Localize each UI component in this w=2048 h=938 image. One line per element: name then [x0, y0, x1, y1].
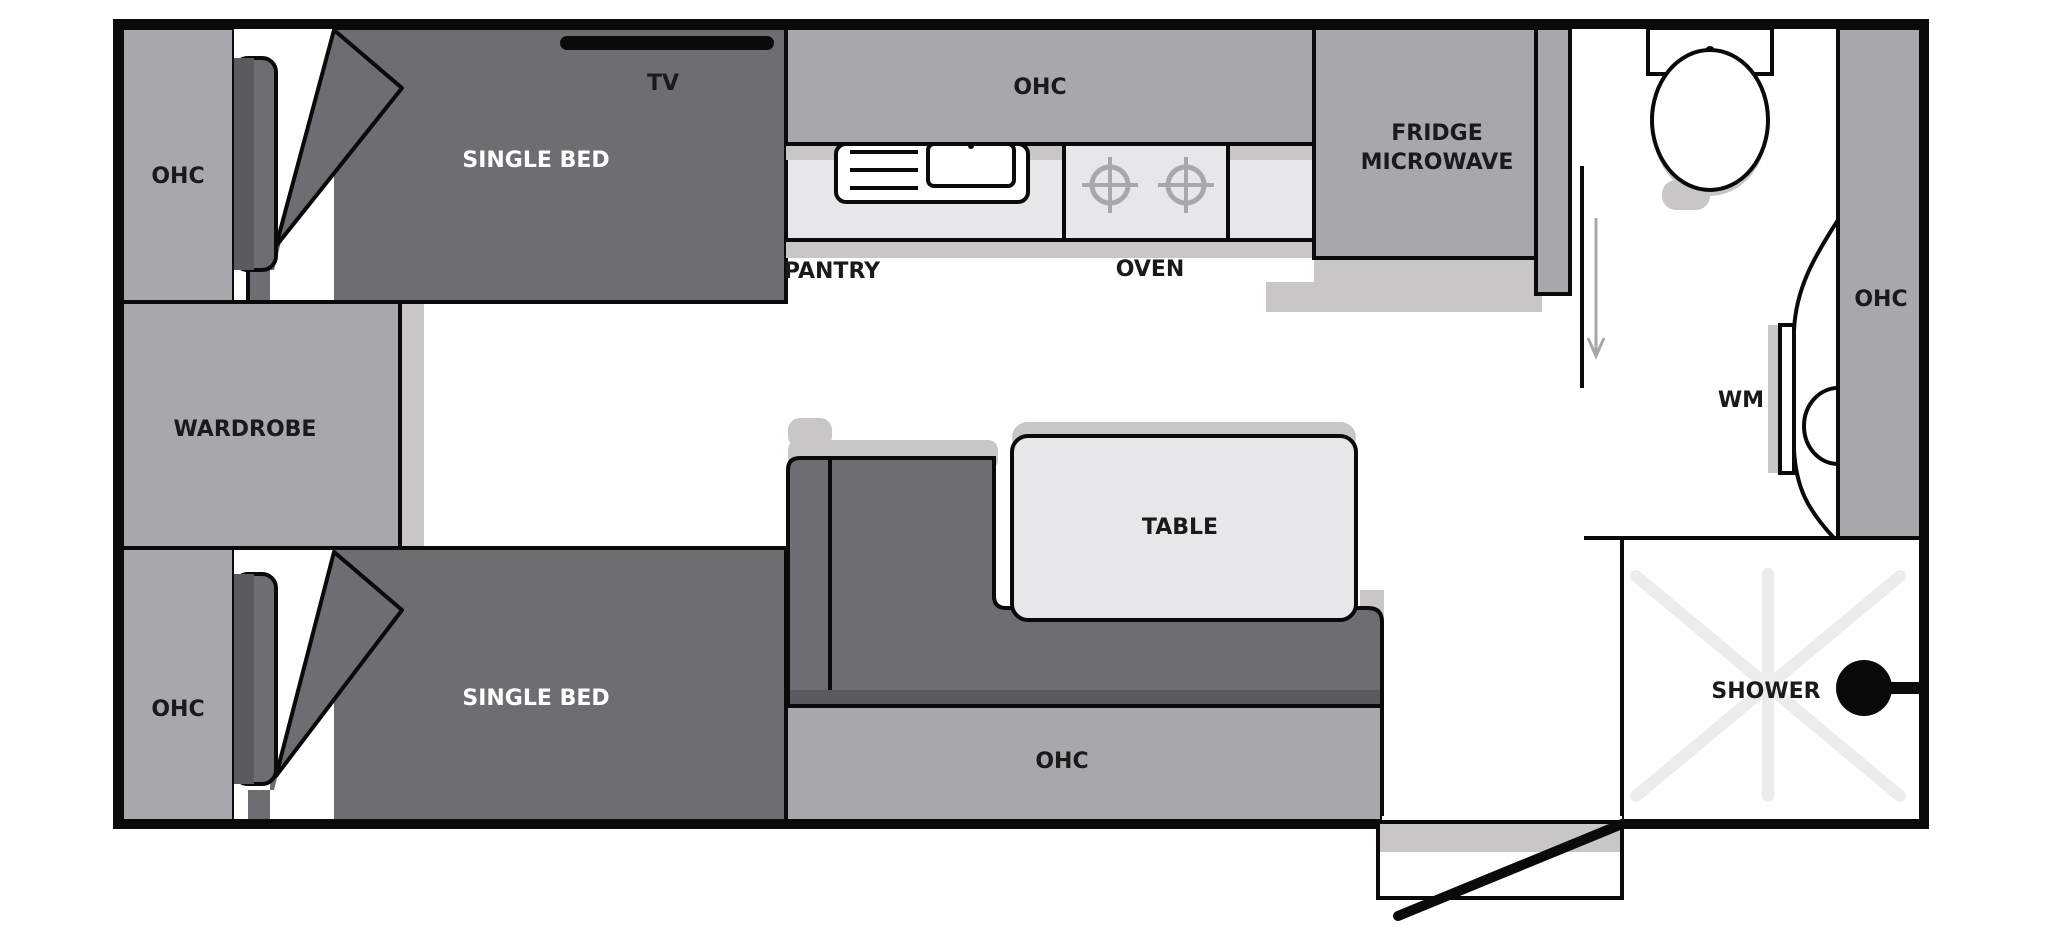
ohc-kitchen-label: OHC [1013, 75, 1066, 100]
dinette-seat [786, 456, 1384, 708]
ohc-right [1836, 26, 1924, 540]
cooktop-icon [1062, 142, 1230, 242]
slim-cabinet [1534, 26, 1572, 296]
outer-wall [113, 19, 1929, 829]
sink-icon [834, 142, 1030, 204]
ohc-bottom-label: OHC [1035, 749, 1088, 774]
pantry-label: PANTRY [784, 259, 881, 284]
wardrobe [120, 300, 402, 550]
table [1010, 434, 1358, 622]
tv-icon [560, 36, 774, 50]
entry-door [1376, 816, 1627, 921]
shower [1620, 536, 1924, 824]
single-bed-top [232, 26, 788, 304]
oven-label: OVEN [1116, 257, 1185, 282]
fridge-label: FRIDGE [1391, 121, 1483, 146]
single-bed-top-label: SINGLE BED [462, 148, 609, 173]
ohc-top-left-label: OHC [151, 164, 204, 189]
wardrobe-label: WARDROBE [174, 417, 317, 442]
ohc-bottom-left [120, 546, 236, 824]
bed-pillow [234, 574, 254, 784]
microwave-label: MICROWAVE [1361, 150, 1514, 175]
tv-label: TV [647, 71, 679, 96]
single-bed-bottom [232, 546, 788, 824]
bed-pillow [234, 58, 254, 270]
ohc-bottom [784, 704, 1384, 824]
fridge-microwave [1312, 26, 1538, 260]
wm-label: WM [1718, 388, 1764, 413]
toilet-icon [1646, 26, 1774, 196]
vanity-icon [1778, 218, 1840, 540]
ohc-bottom-left-label: OHC [151, 697, 204, 722]
table-label: TABLE [1142, 515, 1218, 540]
single-bed-bottom-label: SINGLE BED [462, 686, 609, 711]
shower-label: SHOWER [1711, 679, 1820, 704]
ohc-right-label: OHC [1854, 287, 1907, 312]
